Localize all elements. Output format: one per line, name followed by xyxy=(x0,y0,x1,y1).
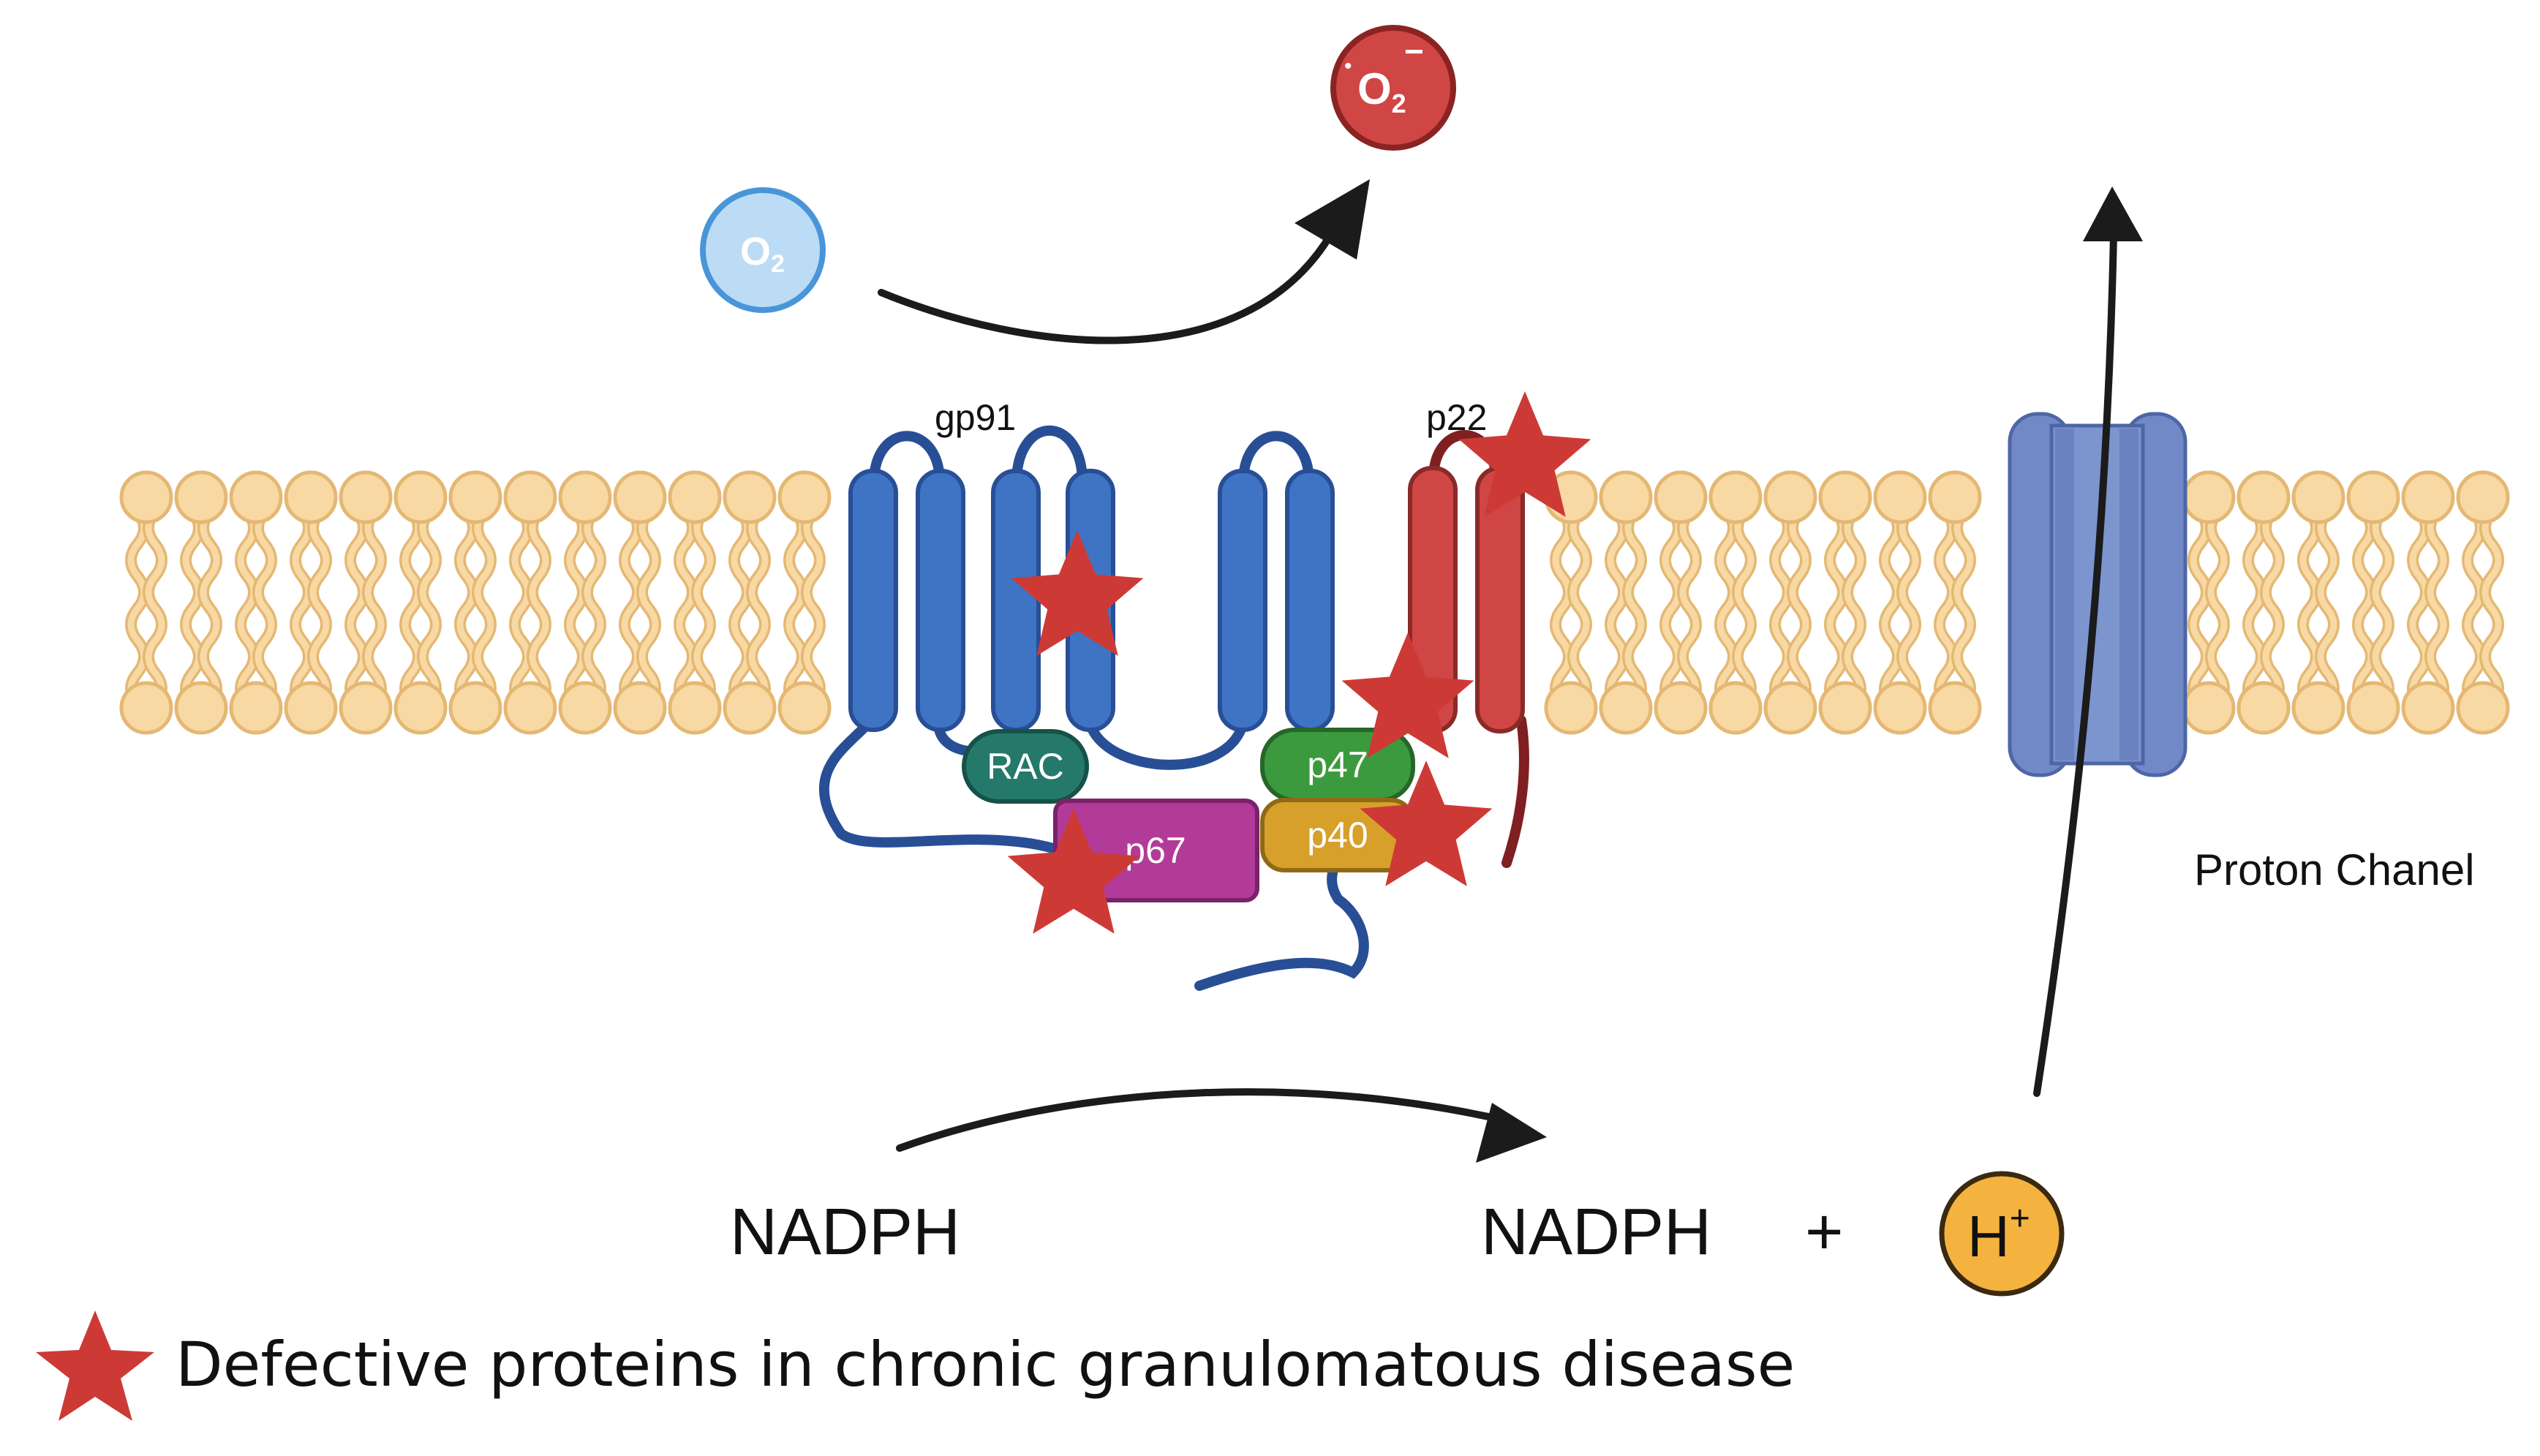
oxygen-to-superoxide-arrow xyxy=(878,230,1335,344)
nadph-arrow-head xyxy=(1476,1103,1547,1163)
superoxide-dot: • xyxy=(1344,54,1352,78)
p40-label: p40 xyxy=(1307,815,1368,856)
phospholipid xyxy=(2182,470,2236,735)
proton-arrow xyxy=(2033,230,2117,1097)
phospholipid xyxy=(2346,470,2400,735)
phospholipid xyxy=(1599,470,1653,735)
phospholipid xyxy=(1928,470,1982,735)
phospholipid xyxy=(503,470,557,735)
p47-label: p47 xyxy=(1307,744,1368,785)
defect-star-icon xyxy=(1341,633,1474,758)
hydrogen-ion: H+ xyxy=(1939,1171,2065,1297)
phospholipid xyxy=(723,470,777,735)
plus-sign: + xyxy=(1805,1196,1844,1269)
nadph-product-label: NADPH xyxy=(1481,1196,1711,1269)
defect-star-icon xyxy=(1011,530,1144,656)
p22-label: p22 xyxy=(1426,397,1487,438)
defect-star-markers xyxy=(1007,391,1591,934)
nadph-arrow xyxy=(896,1088,1518,1152)
lipid-bilayer-membrane xyxy=(119,470,2510,735)
phospholipid xyxy=(668,470,722,735)
proton-arrow-head xyxy=(2083,186,2143,241)
gp91-tail-left xyxy=(818,703,1058,853)
oxygen-label: O2 xyxy=(740,230,785,278)
rac-subunit: RAC xyxy=(962,729,1089,804)
hydrogen-ion-label: H+ xyxy=(1967,1199,2030,1269)
phospholipid xyxy=(229,470,283,735)
superoxide-molecule: • O2 − xyxy=(1330,25,1456,151)
phospholipid xyxy=(613,470,667,735)
defect-star-icon xyxy=(1458,391,1591,517)
phospholipid xyxy=(174,470,228,735)
phospholipid xyxy=(284,470,338,735)
proton-channel-label: Proton Chanel xyxy=(2194,845,2475,894)
phospholipid xyxy=(1873,470,1927,735)
phospholipid xyxy=(393,470,448,735)
superoxide-label: O2 xyxy=(1357,64,1406,118)
defect-star-icon xyxy=(1360,761,1493,886)
phospholipid xyxy=(2291,470,2345,735)
oxygen-molecule: O2 xyxy=(700,187,826,313)
red-star-icon xyxy=(36,1310,154,1421)
gp91-tail-bottom xyxy=(1194,843,1369,991)
phospholipid xyxy=(1818,470,1872,735)
phospholipid xyxy=(2401,470,2455,735)
phospholipid xyxy=(2456,470,2510,735)
phospholipid xyxy=(1654,470,1708,735)
defect-star-icon xyxy=(1007,808,1140,934)
phospholipid xyxy=(339,470,393,735)
phospholipid xyxy=(1763,470,1817,735)
legend-text: Defective proteins in chronic granulomat… xyxy=(176,1329,1795,1400)
phospholipid xyxy=(1708,470,1763,735)
superoxide-charge: − xyxy=(1404,32,1424,70)
phospholipid xyxy=(558,470,612,735)
oxygen-arrow-head xyxy=(1295,179,1370,260)
phospholipid xyxy=(119,470,173,735)
phospholipid xyxy=(448,470,502,735)
rac-label: RAC xyxy=(987,746,1064,787)
phospholipid xyxy=(1544,470,1598,735)
gp91-label: gp91 xyxy=(935,397,1016,438)
phospholipid xyxy=(777,470,832,735)
phospholipid xyxy=(2236,470,2291,735)
p67-label: p67 xyxy=(1125,830,1186,871)
legend: Defective proteins in chronic granulomat… xyxy=(36,1310,1795,1421)
nadph-substrate-label: NADPH xyxy=(730,1196,960,1269)
